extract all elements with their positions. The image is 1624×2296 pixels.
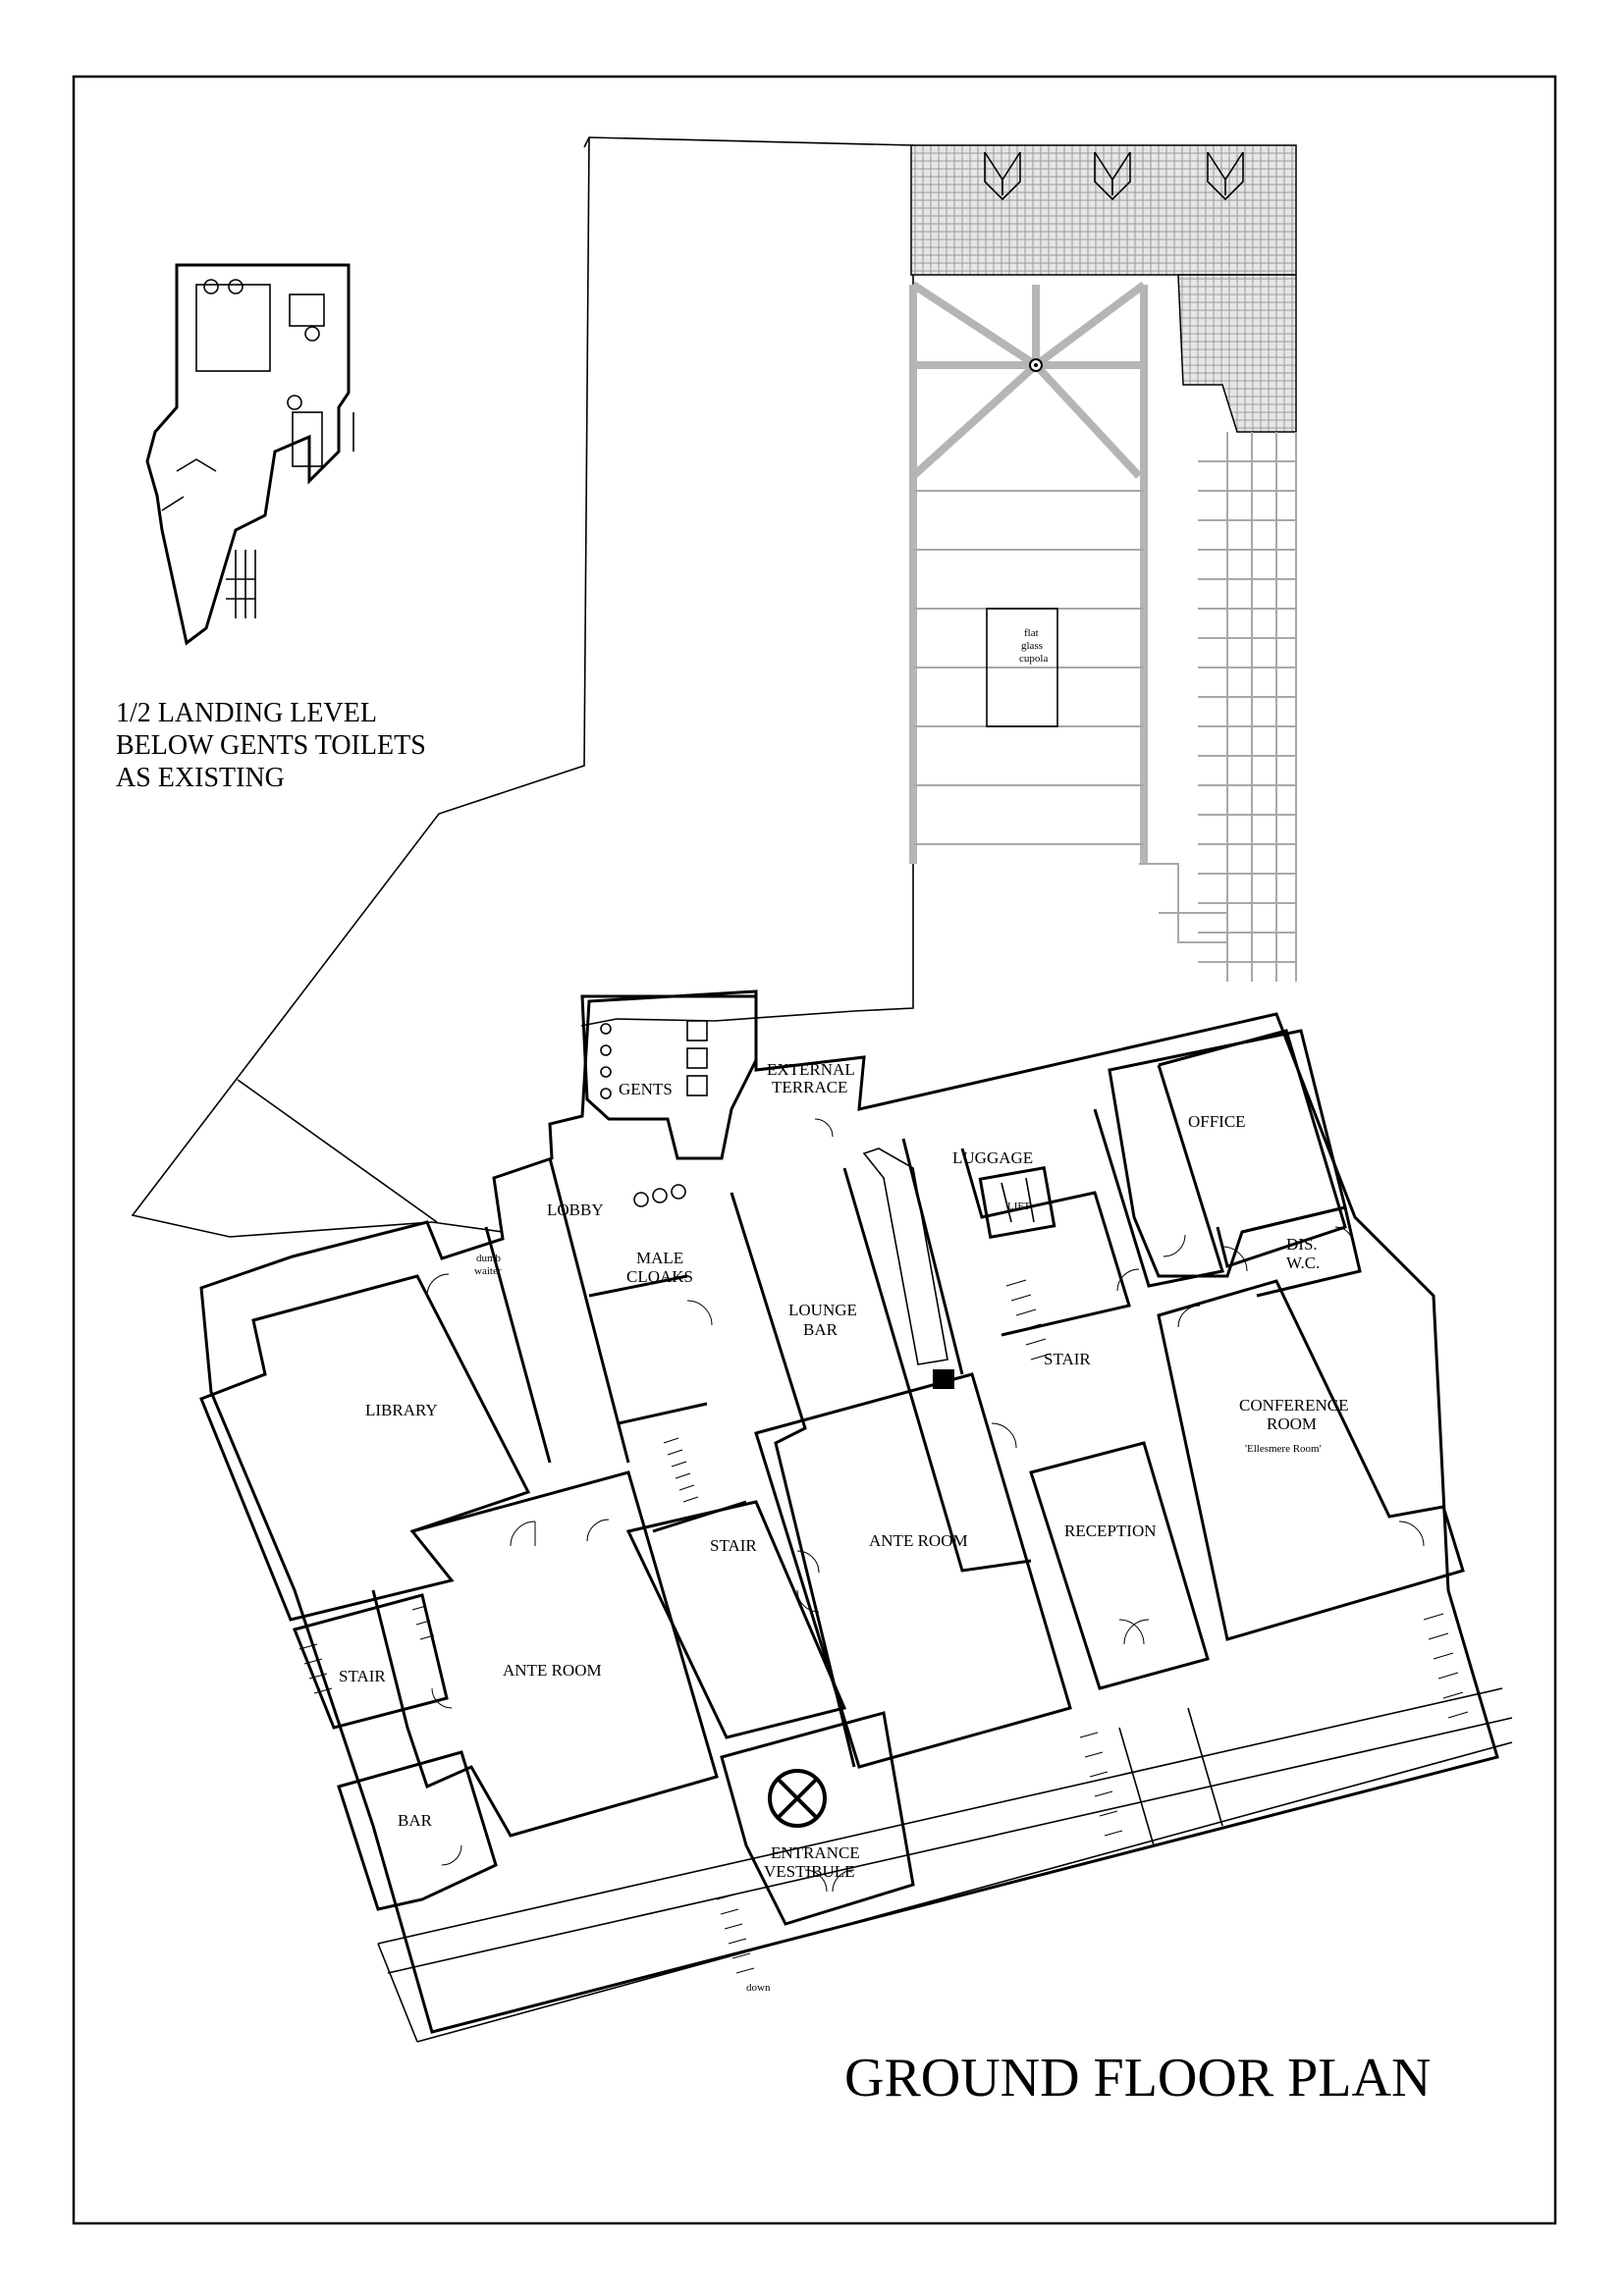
label-library: LIBRARY xyxy=(365,1401,438,1419)
label-reception: RECEPTION xyxy=(1064,1522,1157,1540)
label-male-cloaks-2: CLOAKS xyxy=(626,1267,693,1286)
label-dumb-waiter-2: waiter xyxy=(474,1265,502,1277)
label-external-terrace-1: EXTERNAL xyxy=(767,1060,855,1079)
sheet-border xyxy=(72,75,1557,2225)
label-dumb-waiter-1: dumb xyxy=(476,1253,502,1264)
label-lobby: LOBBY xyxy=(547,1201,604,1219)
room-labels: GENTS EXTERNAL TERRACE LUGGAGE OFFICE LI… xyxy=(339,627,1348,1994)
label-lounge-bar-1: LOUNGE xyxy=(788,1301,857,1319)
label-cupola-1: flat xyxy=(1024,627,1039,639)
label-conference-room-1: CONFERENCE xyxy=(1239,1396,1348,1415)
label-entrance-vestibule-2: VESTIBULE xyxy=(764,1862,855,1881)
site-boundary-diagonal xyxy=(237,1079,438,1223)
courtyard-paving xyxy=(909,144,1297,982)
note-line-2: BELOW GENTS TOILETS xyxy=(116,730,426,761)
label-stair-west: STAIR xyxy=(339,1667,386,1685)
label-cupola-2: glass xyxy=(1021,640,1043,652)
label-male-cloaks-1: MALE xyxy=(636,1249,683,1267)
label-office: OFFICE xyxy=(1188,1112,1246,1131)
label-conference-room-3: 'Ellesmere Room' xyxy=(1245,1443,1322,1455)
label-dis-wc-1: DIS. xyxy=(1286,1235,1318,1254)
label-dis-wc-2: W.C. xyxy=(1286,1254,1320,1272)
label-ante-room-centre: ANTE ROOM xyxy=(869,1531,968,1550)
note-line-3: AS EXISTING xyxy=(116,763,285,793)
label-entrance-vestibule-1: ENTRANCE xyxy=(771,1843,860,1862)
label-external-terrace-2: TERRACE xyxy=(772,1078,847,1096)
label-conference-room-2: ROOM xyxy=(1267,1415,1317,1433)
label-bar: BAR xyxy=(398,1811,433,1830)
note-line-1: 1/2 LANDING LEVEL xyxy=(116,698,377,728)
half-landing-inset-plan xyxy=(145,263,354,646)
label-gents: GENTS xyxy=(619,1080,673,1098)
label-ante-room-west: ANTE ROOM xyxy=(503,1661,602,1680)
label-lift: LIFT xyxy=(1007,1201,1031,1212)
drawing-title: GROUND FLOOR PLAN xyxy=(844,2048,1431,2109)
label-luggage: LUGGAGE xyxy=(952,1148,1033,1167)
label-stair-centre: STAIR xyxy=(710,1536,757,1555)
landing-note: 1/2 LANDING LEVEL BELOW GENTS TOILETS AS… xyxy=(116,698,426,793)
label-cupola-3: cupola xyxy=(1019,653,1048,665)
label-stair-east: STAIR xyxy=(1044,1350,1091,1368)
site-boundary xyxy=(580,136,914,1027)
label-lounge-bar-2: BAR xyxy=(803,1320,839,1339)
site-boundary-west xyxy=(131,136,590,1238)
main-building xyxy=(199,989,1513,2043)
label-down: down xyxy=(746,1982,771,1994)
